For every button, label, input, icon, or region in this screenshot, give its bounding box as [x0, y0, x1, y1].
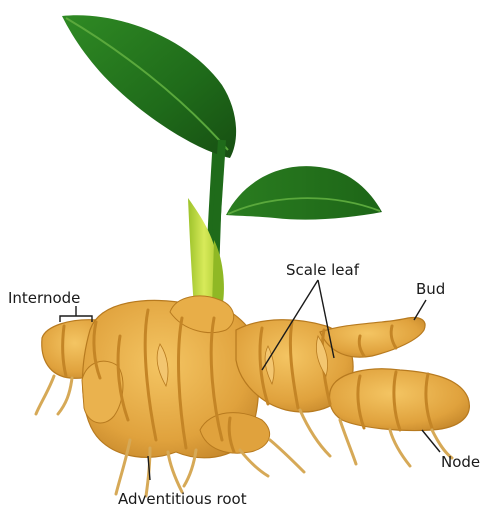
label-bud: Bud [416, 280, 445, 298]
label-node: Node [441, 453, 480, 471]
bud-pointer [414, 300, 426, 320]
right-leaf [226, 166, 382, 219]
rhizome-right-lobe [330, 369, 470, 431]
label-adventitious-root: Adventitious root [118, 490, 247, 508]
rhizome [42, 296, 470, 458]
upper-leaf [62, 15, 236, 158]
label-scale-leaf: Scale leaf [286, 261, 360, 279]
label-internode: Internode [8, 289, 80, 307]
rhizome-bud-branch [320, 318, 425, 358]
